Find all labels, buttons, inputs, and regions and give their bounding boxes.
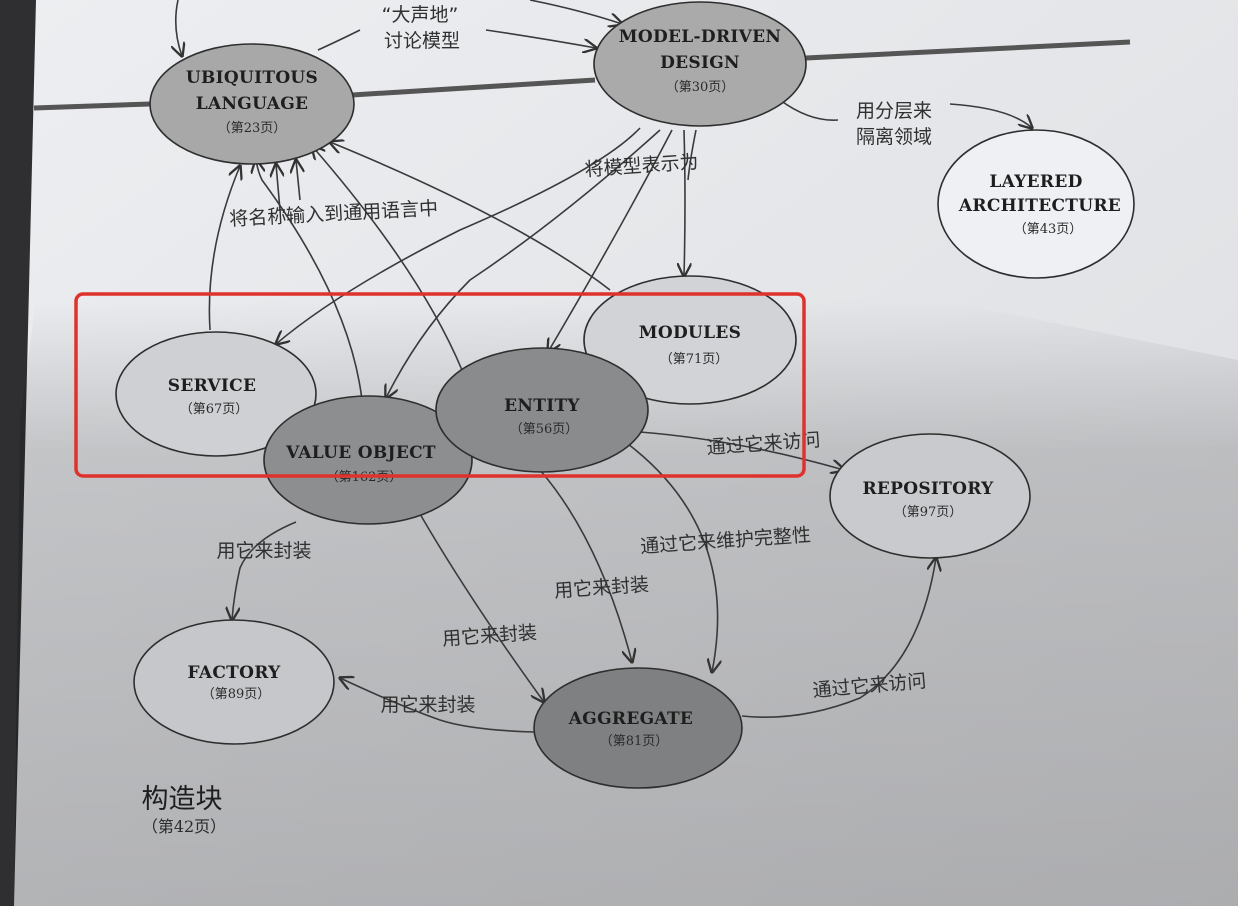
edge-entity-to-repository bbox=[639, 431, 844, 470]
node-title: REPOSITORY bbox=[862, 479, 994, 499]
node-page-ref: （第67页） bbox=[180, 402, 249, 417]
node-service: SERVICE （第67页） bbox=[115, 331, 317, 457]
edge-label: 将模型表示为 bbox=[584, 151, 699, 181]
edge-vo-to-factory bbox=[232, 521, 297, 620]
edge-label: 用它来封装 bbox=[553, 574, 649, 603]
node-title: LANGUAGE bbox=[196, 94, 309, 114]
node-repository: REPOSITORY （第97页） bbox=[829, 433, 1031, 559]
node-ubiquitous-language: UBIQUITOUS LANGUAGE （第23页） bbox=[149, 43, 355, 165]
edge-label: 用分层来 bbox=[856, 100, 932, 122]
node-page-ref: （第97页） bbox=[894, 505, 963, 520]
node-aggregate: AGGREGATE （第81页） bbox=[533, 667, 743, 789]
edges bbox=[176, 0, 1032, 733]
edge-model-extra-1 bbox=[687, 129, 697, 181]
node-page-ref: （第71页） bbox=[660, 352, 729, 367]
node-page-ref: （第56页） bbox=[510, 422, 579, 437]
node-page-ref: （第23页） bbox=[218, 121, 287, 136]
node-title: UBIQUITOUS bbox=[186, 68, 318, 88]
edge-entity-to-aggregate-integrity bbox=[627, 443, 718, 672]
node-title: VALUE OBJECT bbox=[285, 443, 436, 463]
edge-label: 讨论模型 bbox=[384, 30, 460, 52]
edge-aggregate-to-factory bbox=[340, 678, 535, 733]
node-title: LAYERED bbox=[989, 172, 1082, 192]
node-entity: ENTITY （第56页） bbox=[435, 347, 649, 473]
node-title: AGGREGATE bbox=[568, 709, 693, 729]
edge-top-to-model-driven bbox=[529, 0, 622, 24]
edge-label: 将名称输入到通用语言中 bbox=[229, 198, 439, 231]
node-value-object: VALUE OBJECT （第162页） bbox=[263, 395, 473, 525]
legend-title: 构造块 bbox=[142, 784, 223, 815]
node-page-ref: （第43页） bbox=[1014, 222, 1083, 237]
edge-label: 用它来封装 bbox=[216, 540, 311, 562]
edge-entity-to-aggregate-encapsulate bbox=[539, 469, 632, 662]
node-title: MODEL-DRIVEN bbox=[619, 27, 781, 47]
node-model-driven-design: MODEL-DRIVEN DESIGN （第30页） bbox=[593, 1, 807, 127]
node-factory: FACTORY （第89页） bbox=[133, 619, 335, 745]
divider-rule bbox=[33, 39, 1131, 111]
legend-page-ref: （第42页） bbox=[142, 817, 226, 836]
edge-vo-to-aggregate bbox=[419, 513, 544, 702]
edge-names-to-ubiquitous-a bbox=[276, 164, 280, 211]
node-title: SERVICE bbox=[168, 376, 257, 396]
node-page-ref: （第30页） bbox=[666, 80, 735, 95]
highlight-box bbox=[74, 292, 806, 478]
node-page-ref: （第89页） bbox=[202, 687, 271, 702]
edge-model-to-service bbox=[276, 127, 641, 344]
node-title: ARCHITECTURE bbox=[958, 196, 1121, 216]
edge-modules-to-ubiquitous bbox=[330, 142, 611, 291]
edge-label: 通过它来访问 bbox=[812, 670, 927, 702]
edge-names-to-ubiquitous-b bbox=[296, 160, 300, 201]
edge-vo-to-ubiquitous bbox=[256, 160, 363, 401]
edge-ubiquitous-loud bbox=[317, 29, 361, 51]
node-title: DESIGN bbox=[660, 53, 740, 73]
node-title: MODULES bbox=[639, 323, 741, 343]
node-title: FACTORY bbox=[187, 663, 281, 683]
node-modules: MODULES （第71页） bbox=[583, 275, 797, 405]
edge-model-to-value-object bbox=[386, 129, 661, 398]
edge-model-to-layered bbox=[779, 99, 1032, 128]
edge-entity-to-ubiquitous bbox=[312, 146, 463, 371]
node-page-ref: （第81页） bbox=[600, 734, 669, 749]
edge-aggregate-to-repository bbox=[741, 558, 936, 718]
edge-service-to-ubiquitous bbox=[208, 166, 240, 331]
node-layered-architecture: LAYERED ARCHITECTURE （第43页） bbox=[937, 129, 1135, 279]
edge-label: 隔离领域 bbox=[856, 126, 932, 148]
node-title: ENTITY bbox=[504, 396, 580, 416]
edge-top-to-ubiquitous bbox=[176, 0, 182, 56]
edge-label: 用它来封装 bbox=[441, 622, 537, 651]
edge-label: 通过它来维护完整性 bbox=[640, 524, 812, 558]
edge-model-to-modules bbox=[684, 129, 685, 276]
edge-model-to-entity bbox=[548, 129, 673, 352]
edge-label: 用它来封装 bbox=[380, 694, 475, 716]
edge-loud-to-model-driven bbox=[485, 29, 596, 48]
legend: 构造块 （第42页） bbox=[142, 784, 227, 836]
edge-labels: “大声地” 讨论模型 用分层来 隔离领域 将模型表示为 将名称输入到通用语言中 … bbox=[216, 4, 932, 716]
edge-label: “大声地” bbox=[382, 4, 459, 26]
